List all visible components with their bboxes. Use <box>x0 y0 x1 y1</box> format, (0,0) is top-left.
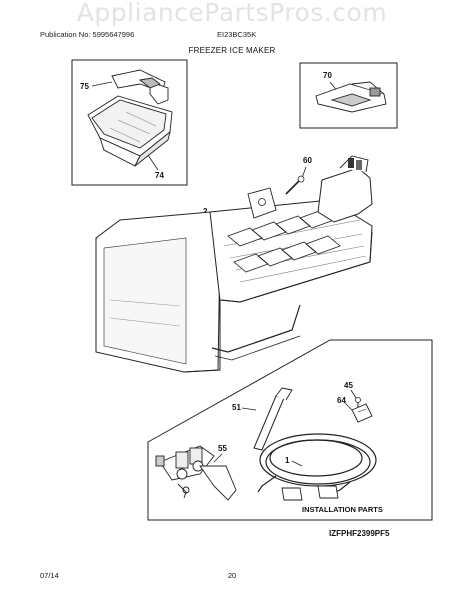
callout-75: 75 <box>80 82 89 91</box>
water-valve-part <box>155 445 237 501</box>
callout-74: 74 <box>155 171 164 180</box>
ice-bin-inset: 75 74 <box>71 59 188 186</box>
tube-fittings <box>281 485 339 501</box>
mount-bracket-inset: 70 <box>299 62 398 129</box>
diagram-code: IZFPHF2399PF5 <box>329 529 390 538</box>
ice-bin-part <box>87 95 173 167</box>
callout-70: 70 <box>323 71 332 80</box>
screw-part: 60 <box>285 156 312 195</box>
callout-64: 64 <box>337 396 346 405</box>
page-title: FREEZER ICE MAKER <box>188 46 276 55</box>
mount-bracket-part <box>315 81 387 113</box>
callout-2: 2 <box>203 207 208 216</box>
callout-1: 1 <box>285 456 290 465</box>
model-number: EI23BC35K <box>217 30 257 39</box>
callout-55: 55 <box>218 444 227 453</box>
callout-51: 51 <box>232 403 241 412</box>
installation-parts-box: INSTALLATION PARTS 45 64 51 55 <box>147 339 433 521</box>
ice-maker-assembly: 2 <box>95 155 373 373</box>
page-number: 20 <box>227 571 237 580</box>
callout-60: 60 <box>303 156 312 165</box>
bin-bracket-part <box>111 69 169 105</box>
installation-parts-label: INSTALLATION PARTS <box>302 505 383 514</box>
water-tube-part <box>257 433 377 495</box>
callout-45: 45 <box>344 381 353 390</box>
watermark: AppliancePartsPros.com <box>76 0 388 27</box>
publication-number: Publication No: 5995647996 <box>40 30 135 39</box>
footer-date: 07/14 <box>40 571 59 580</box>
